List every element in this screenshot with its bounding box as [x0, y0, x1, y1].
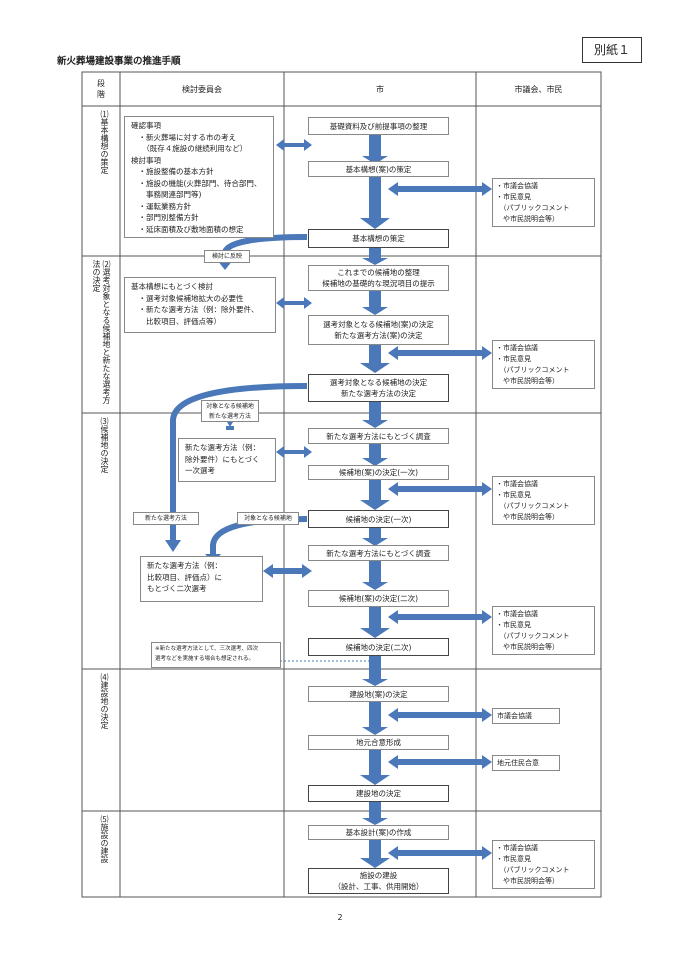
city-step-facility-construction: 施設の建設 （設計、工事、供用開始）	[308, 868, 449, 894]
city-step-construction-site-final: 建設地の決定	[308, 785, 449, 802]
stage-3-label: ⑶候補地の決定	[100, 417, 109, 473]
city-step-draft-second: 候補地(案)の決定(二次)	[308, 590, 449, 607]
council-consult-6: ・市議会協議 ・市民意見 （パブリックコメント や市民説明会等）	[492, 840, 595, 889]
reflect-label: 検討に反映	[204, 250, 250, 263]
council-consult-1: ・市議会協議 ・市民意見 （パブリックコメント や市民説明会等）	[492, 178, 595, 227]
council-consult-2: ・市議会協議 ・市民意見 （パブリックコメント や市民説明会等）	[492, 340, 595, 389]
target-sites-label: 対象となる候補地	[237, 512, 299, 525]
council-consult-3: ・市議会協議 ・市民意見 （パブリックコメント や市民説明会等）	[492, 476, 595, 525]
committee-second-screening: 新たな選考方法（例： 比較項目、評価点）に もとづく二次選考	[140, 556, 263, 602]
header-stage: 段 階	[97, 79, 105, 99]
city-step-survey-1: 新たな選考方法にもとづく調査	[308, 428, 449, 444]
city-step-second-final: 候補地の決定(二次)	[308, 638, 449, 656]
stage-2-label: ⑵選考対象となる候補地と新たな選考方法の決定	[92, 260, 111, 404]
city-step-draft-plan: 基本構想(案)の策定	[308, 161, 449, 177]
city-step-local-consensus: 地元合意形成	[308, 735, 449, 750]
council-consult-5: 市議会協議	[492, 708, 560, 724]
page-title: 新火葬場建設事業の推進手順	[57, 56, 181, 67]
header-council: 市議会、市民	[514, 85, 563, 94]
city-step-draft-site-method: 選考対象となる候補地(案)の決定 新たな選考方法(案)の決定	[308, 315, 449, 345]
city-step-plan-final: 基本構想の策定	[308, 229, 449, 248]
header-city: 市	[376, 85, 384, 94]
city-step-site-method-final: 選考対象となる候補地の決定 新たな選考方法の決定	[308, 374, 449, 402]
target-method-label: 対象となる候補地 新たな選考方法	[201, 400, 259, 422]
continuation-bars	[369, 659, 381, 672]
committee-site-method-review: 基本構想にもとづく検討 ・選考対象候補地拡大の必要性 ・新たな選考方法（例：除外…	[124, 277, 276, 333]
header-committee: 検討委員会	[182, 85, 222, 94]
committee-basic-plan-items: 確認事項 ・新火葬場に対する市の考え （既存４施設の継続利用など） 検討事項 ・…	[124, 116, 274, 238]
city-step-site-review: これまでの候補地の整理 候補地の基礎的な現況項目の提示	[308, 265, 449, 291]
city-step-draft-construction-site: 建設地(案)の決定	[308, 686, 449, 702]
screening-note: ※新たな選考方法として、三次選考、四次 選考などを実施する場合も想定される。	[151, 642, 281, 668]
council-consult-4: ・市議会協議 ・市民意見 （パブリックコメント や市民説明会等）	[492, 606, 595, 655]
city-step-survey-2: 新たな選考方法にもとづく調査	[308, 545, 449, 561]
exchange-arrows	[263, 139, 492, 860]
city-step-draft-first: 候補地(案)の決定(一次)	[308, 465, 449, 480]
city-step-basic-design: 基本設計(案)の作成	[308, 825, 449, 840]
stage-5-label: ⑸施設の建設	[100, 815, 109, 863]
page-number: 2	[337, 913, 343, 922]
stage-1-label: ⑴基本構想の策定	[100, 110, 109, 174]
committee-first-screening: 新たな選考方法（例： 除外要件）にもとづく 一次選考	[178, 438, 276, 482]
new-method-label: 新たな選考方法	[133, 512, 199, 525]
main-flow-arrows	[360, 135, 390, 868]
stage-4-label: ⑷建設地の決定	[100, 673, 109, 729]
attachment-tag: 別紙１	[582, 37, 642, 63]
city-step-first-final: 候補地の決定(一次)	[308, 510, 449, 528]
local-residents-consensus: 地元住民合意	[492, 755, 560, 771]
city-step-data-organize: 基礎資料及び前提事項の整理	[308, 117, 449, 135]
